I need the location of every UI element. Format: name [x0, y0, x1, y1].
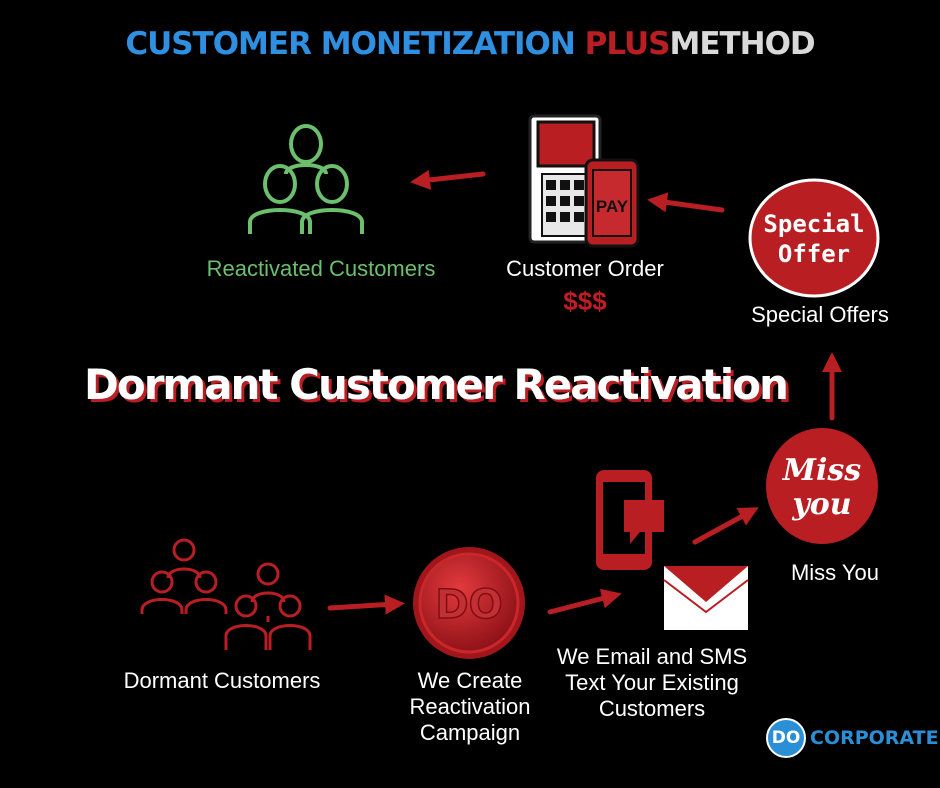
email-label-line2: Text Your Existing	[565, 670, 739, 695]
email-label-line3: Customers	[598, 696, 706, 721]
arrow-email-to-missyou	[692, 507, 759, 545]
missyou-badge-line1: Miss	[782, 453, 861, 488]
logo-mark: DO	[766, 718, 806, 758]
email-label: We Email and SMS Text Your Existing Cust…	[540, 644, 764, 722]
campaign-label-line3: Campaign	[419, 720, 521, 745]
miss-you-badge-icon: Miss you	[766, 428, 878, 544]
email-label-line1: We Email and SMS	[556, 644, 748, 669]
crowd-people-icon	[140, 538, 312, 650]
special-badge-line2: Offer	[778, 240, 850, 268]
logo-word: CORPORATE	[810, 727, 939, 749]
do-button-icon: DO	[413, 547, 525, 659]
title-part-3: METHOD	[669, 26, 815, 62]
diagram-heading: Dormant Customer Reactivation	[84, 360, 789, 409]
do-corporate-logo: DO CORPORATE	[766, 718, 939, 758]
pos-terminal-icon: PAY	[528, 114, 640, 248]
arrow-order-to-reactivated	[410, 169, 486, 190]
arrow-special-to-order	[647, 192, 725, 213]
order-amount: $$$	[563, 286, 607, 316]
campaign-label-line1: We Create	[417, 668, 523, 693]
campaign-label-line2: Reactivation	[409, 694, 531, 719]
reactivated-label: Reactivated Customers	[206, 256, 436, 281]
group-people-icon	[248, 124, 364, 234]
order-label: Customer Order	[506, 256, 664, 281]
title-part-1: CUSTOMER MONETIZATION	[125, 26, 575, 62]
special-offer-badge-icon: Special Offer	[748, 178, 880, 298]
special-label: Special Offers	[751, 302, 889, 327]
do-button-text: DO	[435, 582, 502, 628]
phone-and-envelope-icon	[596, 470, 749, 630]
arrow-dormant-to-campaign	[327, 594, 405, 615]
title-part-2: PLUS	[584, 26, 671, 62]
pay-text: PAY	[596, 197, 629, 216]
dormant-label: Dormant Customers	[123, 668, 321, 693]
page-title: CUSTOMER MONETIZATION PLUSMETHOD	[0, 26, 940, 62]
campaign-label: We Create Reactivation Campaign	[380, 668, 560, 746]
special-badge-line1: Special	[763, 210, 864, 238]
missyou-label: Miss You	[790, 560, 880, 585]
arrow-campaign-to-email	[547, 588, 622, 615]
missyou-badge-line2: you	[791, 487, 851, 522]
